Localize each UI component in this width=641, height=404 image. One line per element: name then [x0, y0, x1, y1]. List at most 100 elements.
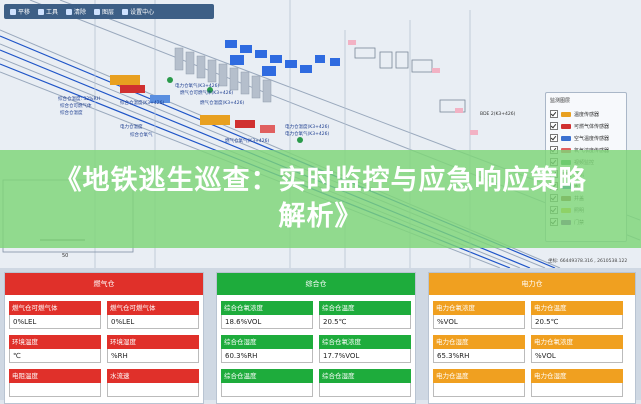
sensor-cell[interactable]: 电力仓湿度: [531, 369, 623, 397]
sensor-value: 20.5℃: [319, 315, 411, 329]
sensor-label: 综合仓温度: [319, 301, 411, 315]
sensor-cell[interactable]: 综合仓温度: [221, 369, 313, 397]
map-label: 电力仓温度(K3+426): [285, 125, 330, 130]
legend-label: 空气温度传感器: [574, 135, 610, 142]
tool-label: 图层: [102, 9, 115, 16]
sensor-value: 20.5℃: [531, 315, 623, 329]
headline-banner: 《地铁逃生巡查：实时监控与应急响应策略解析》: [0, 150, 641, 248]
tool-label: 平移: [18, 9, 31, 16]
sensor-value: ℃: [9, 349, 101, 363]
map-label: 综合仓可燃气体: [60, 104, 92, 109]
map-label: 电力仓氧气(K3+426): [175, 84, 220, 89]
map-toolbar: 平移 工具 清除 图层 设置中心: [4, 4, 214, 19]
sensor-value: [319, 383, 411, 397]
sensor-label: 综合仓氧浓度: [221, 301, 313, 315]
sensor-value: 18.6%VOL: [221, 315, 313, 329]
tool-layers-button[interactable]: 图层: [92, 6, 116, 17]
legend-checkbox[interactable]: [550, 110, 558, 118]
sensor-label: 电力仓温度: [531, 301, 623, 315]
map-label: BDE 2(K3+426): [480, 112, 516, 117]
map-label: 燃气仓温度(K3+426): [200, 101, 245, 106]
sensor-label: 综合仓湿度: [221, 335, 313, 349]
legend-title: 监测图层: [550, 98, 571, 104]
headline-title: 《地铁逃生巡查：实时监控与应急响应策略解析》: [54, 165, 587, 232]
coordinate-readout: 坐标: 66449378.316 , 2610538.122: [548, 259, 628, 264]
map-label: 综合仓温度: [60, 111, 83, 116]
tool-clear-button[interactable]: 清除: [64, 6, 88, 17]
sensor-label: 电力仓氧浓度: [531, 335, 623, 349]
legend-item[interactable]: 可燃气体传感器: [550, 120, 622, 132]
map-label: 电力仓氧气(K3+426): [285, 132, 330, 137]
sensor-label: 综合仓氧浓度: [319, 335, 411, 349]
sensor-label: 电力仓氧浓度: [433, 301, 525, 315]
sensor-cell[interactable]: 电力仓氧浓度%VOL: [531, 335, 623, 363]
tools-icon: [38, 8, 45, 15]
sensor-cell[interactable]: 电阻温度: [9, 369, 101, 397]
sensor-value: 0%LEL: [9, 315, 101, 329]
panel-title: 燃气仓: [5, 273, 203, 295]
sensor-label: 综合仓湿度: [319, 369, 411, 383]
sensor-label: 电力仓湿度: [531, 369, 623, 383]
sensor-label: 燃气仓可燃气体: [107, 301, 199, 315]
legend-swatch-icon: [561, 123, 571, 129]
sensor-label: 水流速: [107, 369, 199, 383]
sensor-cell[interactable]: 电力仓氧浓度%VOL: [433, 301, 525, 329]
map-label: 燃气仓可燃气体(K3+426): [180, 91, 234, 96]
map-label: 电力仓温度: [120, 125, 143, 130]
hand-icon: [10, 8, 16, 15]
sensor-value: 0%LEL: [107, 315, 199, 329]
legend-item[interactable]: 温度传感器: [550, 108, 622, 120]
sensor-cell[interactable]: 环境湿度%RH: [107, 335, 199, 363]
map-label: 燃气仓氧气(K3+426): [225, 139, 270, 144]
legend-checkbox[interactable]: [550, 122, 558, 130]
sensor-cell[interactable]: 水流速: [107, 369, 199, 397]
sensor-value: [9, 383, 101, 397]
sensor-label: 环境湿度: [107, 335, 199, 349]
tool-pan-button[interactable]: 平移: [8, 6, 32, 17]
sensor-cell[interactable]: 综合仓湿度: [319, 369, 411, 397]
sensor-label: 电阻温度: [9, 369, 101, 383]
legend-checkbox[interactable]: [550, 134, 558, 142]
tool-settings-button[interactable]: 设置中心: [120, 6, 156, 17]
clear-icon: [66, 8, 73, 15]
sensor-label: 电力仓湿度: [433, 335, 525, 349]
sensor-value: [107, 383, 199, 397]
sensor-value: %VOL: [433, 315, 525, 329]
sensor-value: [531, 383, 623, 397]
sensor-value: %RH: [107, 349, 199, 363]
tool-tools-button[interactable]: 工具: [36, 6, 60, 17]
legend-label: 温度传感器: [574, 111, 600, 118]
sensor-cell[interactable]: 电力仓温度: [433, 369, 525, 397]
legend-swatch-icon: [561, 135, 571, 141]
legend-swatch-icon: [561, 111, 571, 117]
sensor-cell[interactable]: 环境温度℃: [9, 335, 101, 363]
tool-label: 清除: [74, 9, 87, 16]
sensor-value: 65.3%RH: [433, 349, 525, 363]
map-label: 综合仓温度(K3+426): [120, 101, 165, 106]
sensor-value: 60.3%RH: [221, 349, 313, 363]
sensor-label: 燃气仓可燃气体: [9, 301, 101, 315]
sensor-value: [221, 383, 313, 397]
legend-label: 可燃气体传感器: [574, 123, 610, 130]
tool-label: 设置中心: [130, 9, 155, 16]
panel-title: 综合仓: [217, 273, 415, 295]
legend-item[interactable]: 空气温度传感器: [550, 132, 622, 144]
sensor-label: 综合仓温度: [221, 369, 313, 383]
map-label: 综合仓温度: 32%RH: [58, 97, 100, 102]
layers-icon: [94, 8, 101, 15]
sensor-label: 电力仓温度: [433, 369, 525, 383]
settings-icon: [122, 8, 129, 15]
sensor-label: 环境温度: [9, 335, 101, 349]
sensor-value: %VOL: [531, 349, 623, 363]
